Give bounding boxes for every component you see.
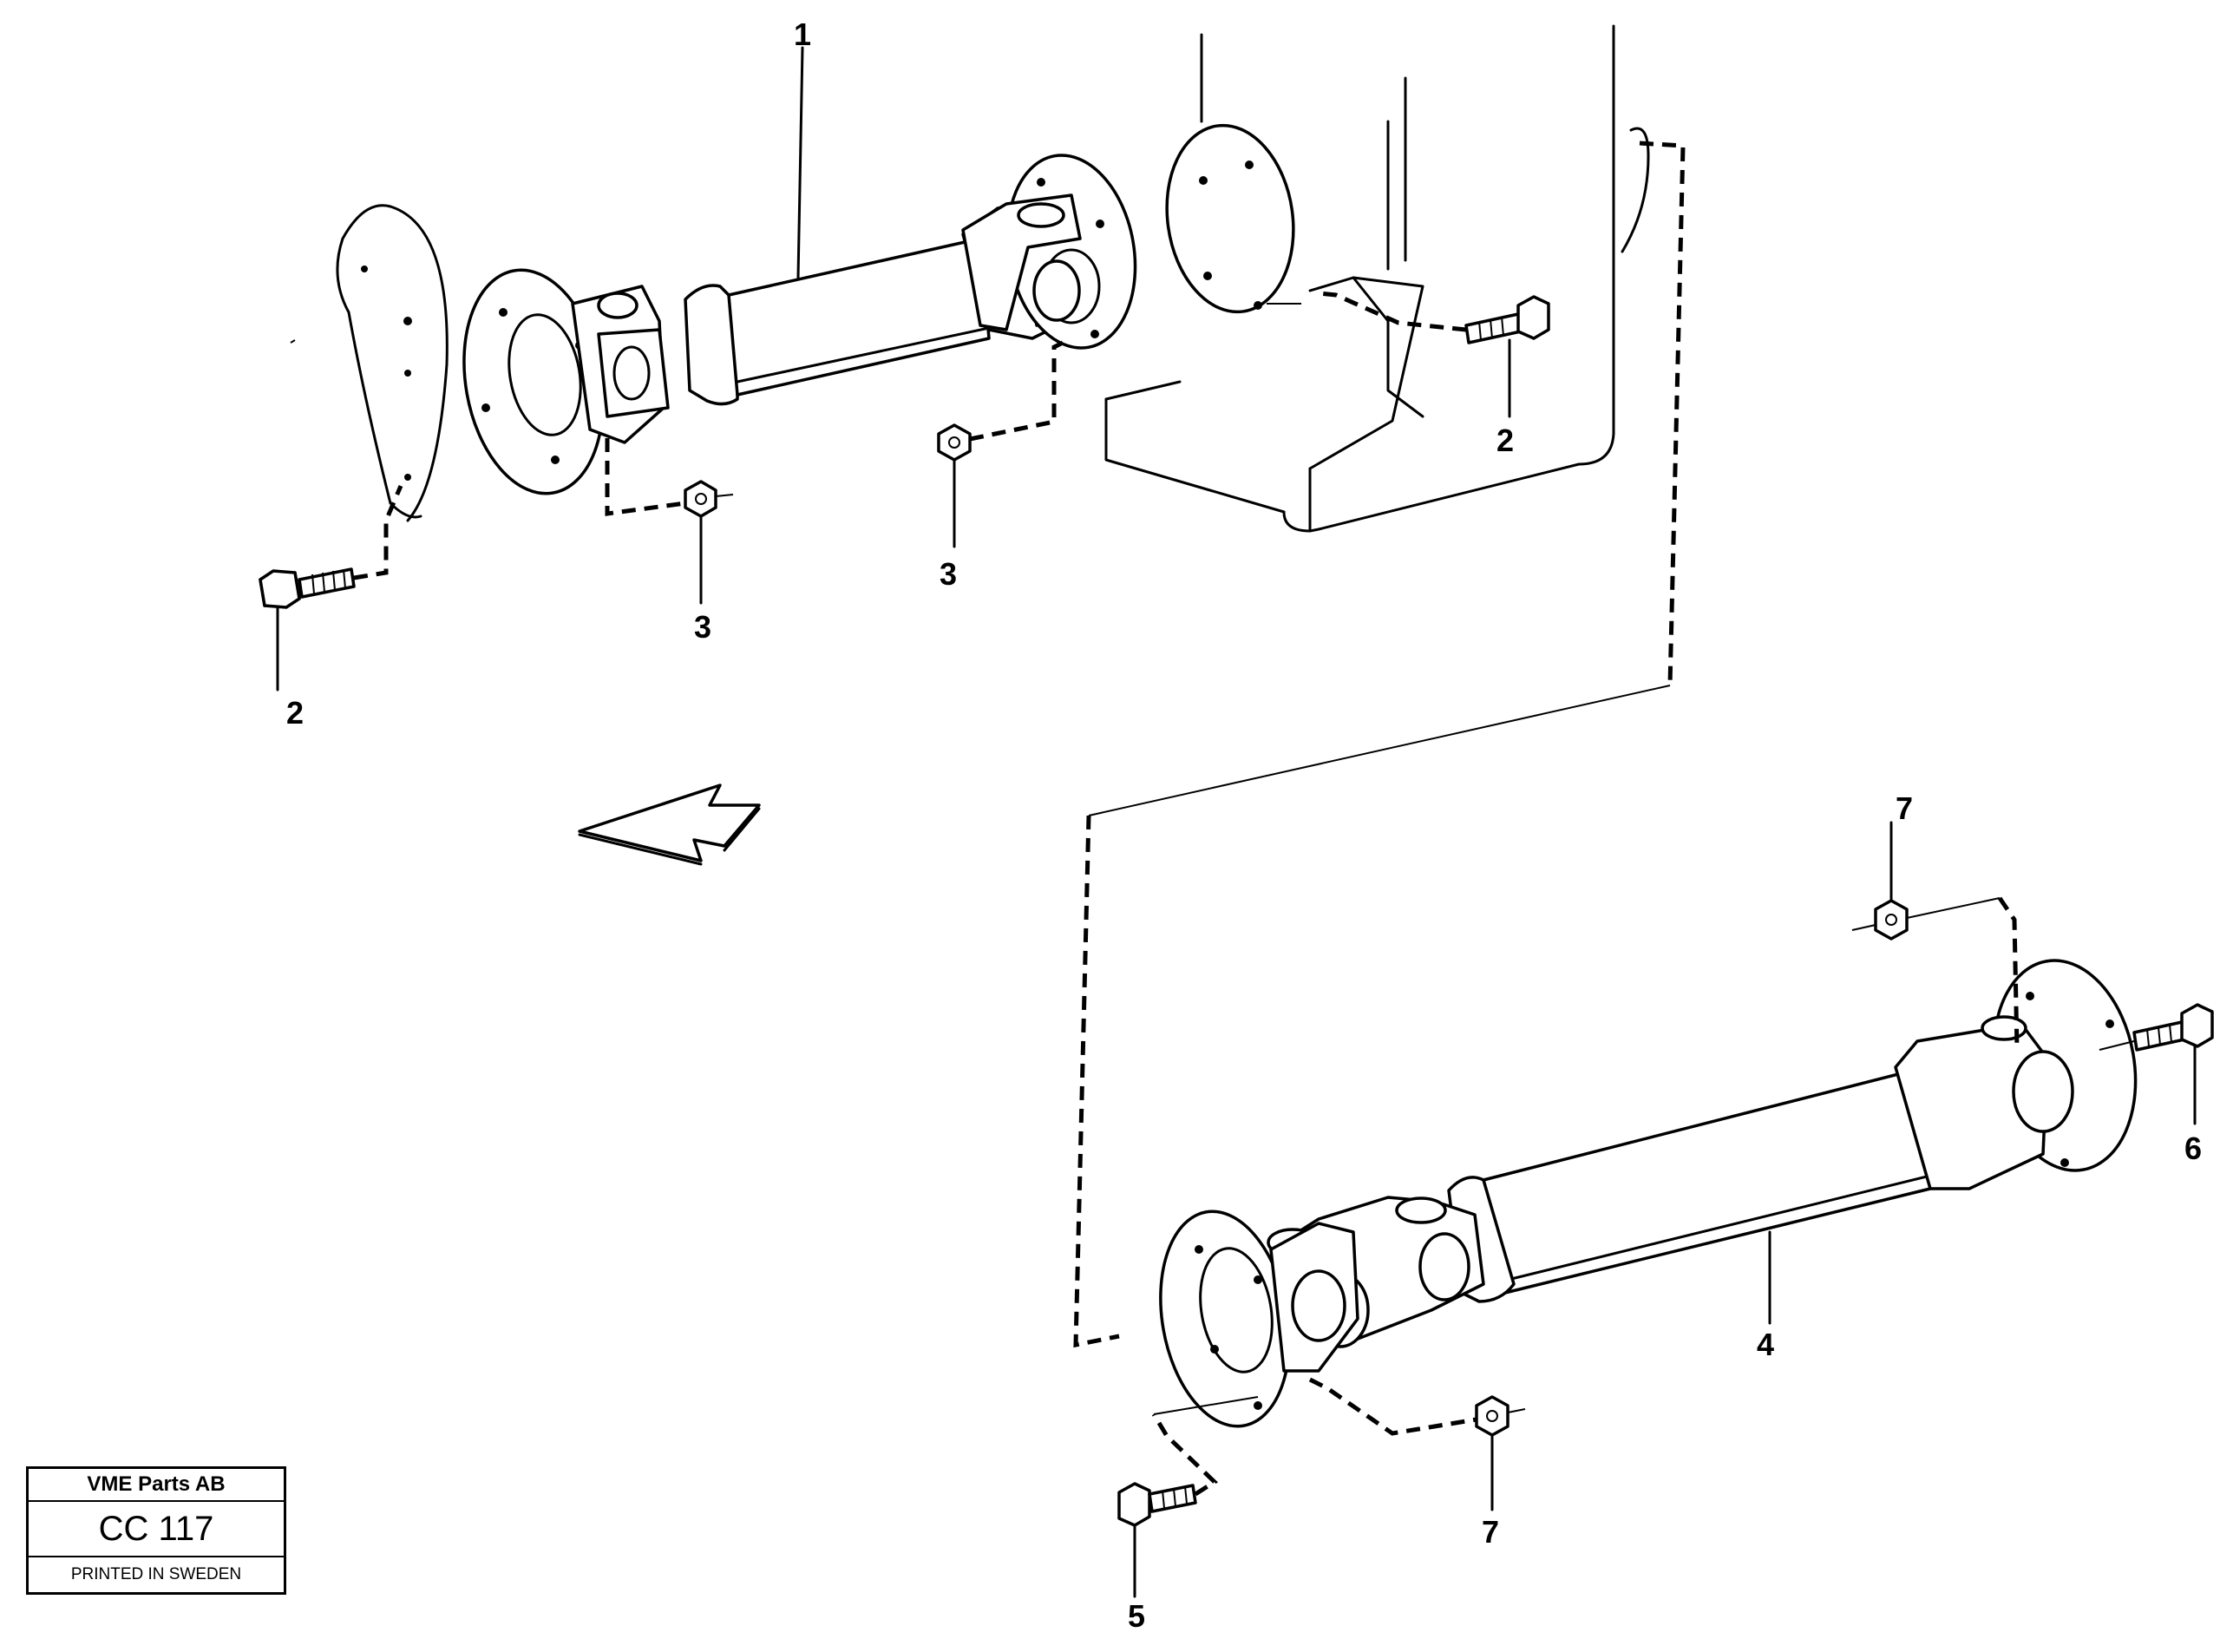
left-mating-flange (290, 204, 449, 522)
bolt-2-right (1267, 291, 1550, 418)
nut-7-bottom (1308, 1377, 1526, 1511)
callout-2: 2 (286, 695, 304, 731)
stamp-printed: PRINTED IN SWEDEN (70, 1565, 242, 1583)
propeller-shaft-4 (1159, 959, 2138, 1428)
callout-7: 7 (1482, 1514, 1499, 1550)
bolt-6 (2099, 1003, 2214, 1125)
title-stamp: VME Parts AB CC 117 PRINTED IN SWEDEN (26, 1466, 286, 1595)
housing-flange (1165, 123, 1295, 314)
stamp-company: VME Parts AB (29, 1469, 284, 1502)
callout-6: 6 (2184, 1131, 2202, 1166)
callout-2: 2 (1496, 423, 1514, 458)
callout-7: 7 (1896, 790, 1913, 826)
leader-1 (796, 46, 804, 279)
callout-4: 4 (1757, 1327, 1774, 1362)
callout-3: 3 (694, 609, 711, 645)
propeller-shaft-1 (462, 154, 1137, 495)
bolt-5 (1117, 1396, 1259, 1598)
direction-arrow (578, 783, 761, 866)
stamp-code: CC 117 (29, 1502, 284, 1557)
callout-1: 1 (794, 16, 811, 52)
bolt-2-left (259, 485, 403, 692)
connector-line (1073, 141, 1686, 1348)
callout-5: 5 (1128, 1598, 1145, 1634)
nut-3-left (605, 438, 734, 605)
nut-7-top (1851, 821, 2020, 1051)
callout-3: 3 (940, 556, 957, 592)
gearbox-housing (1104, 24, 1650, 533)
nut-3-right (937, 340, 1064, 548)
